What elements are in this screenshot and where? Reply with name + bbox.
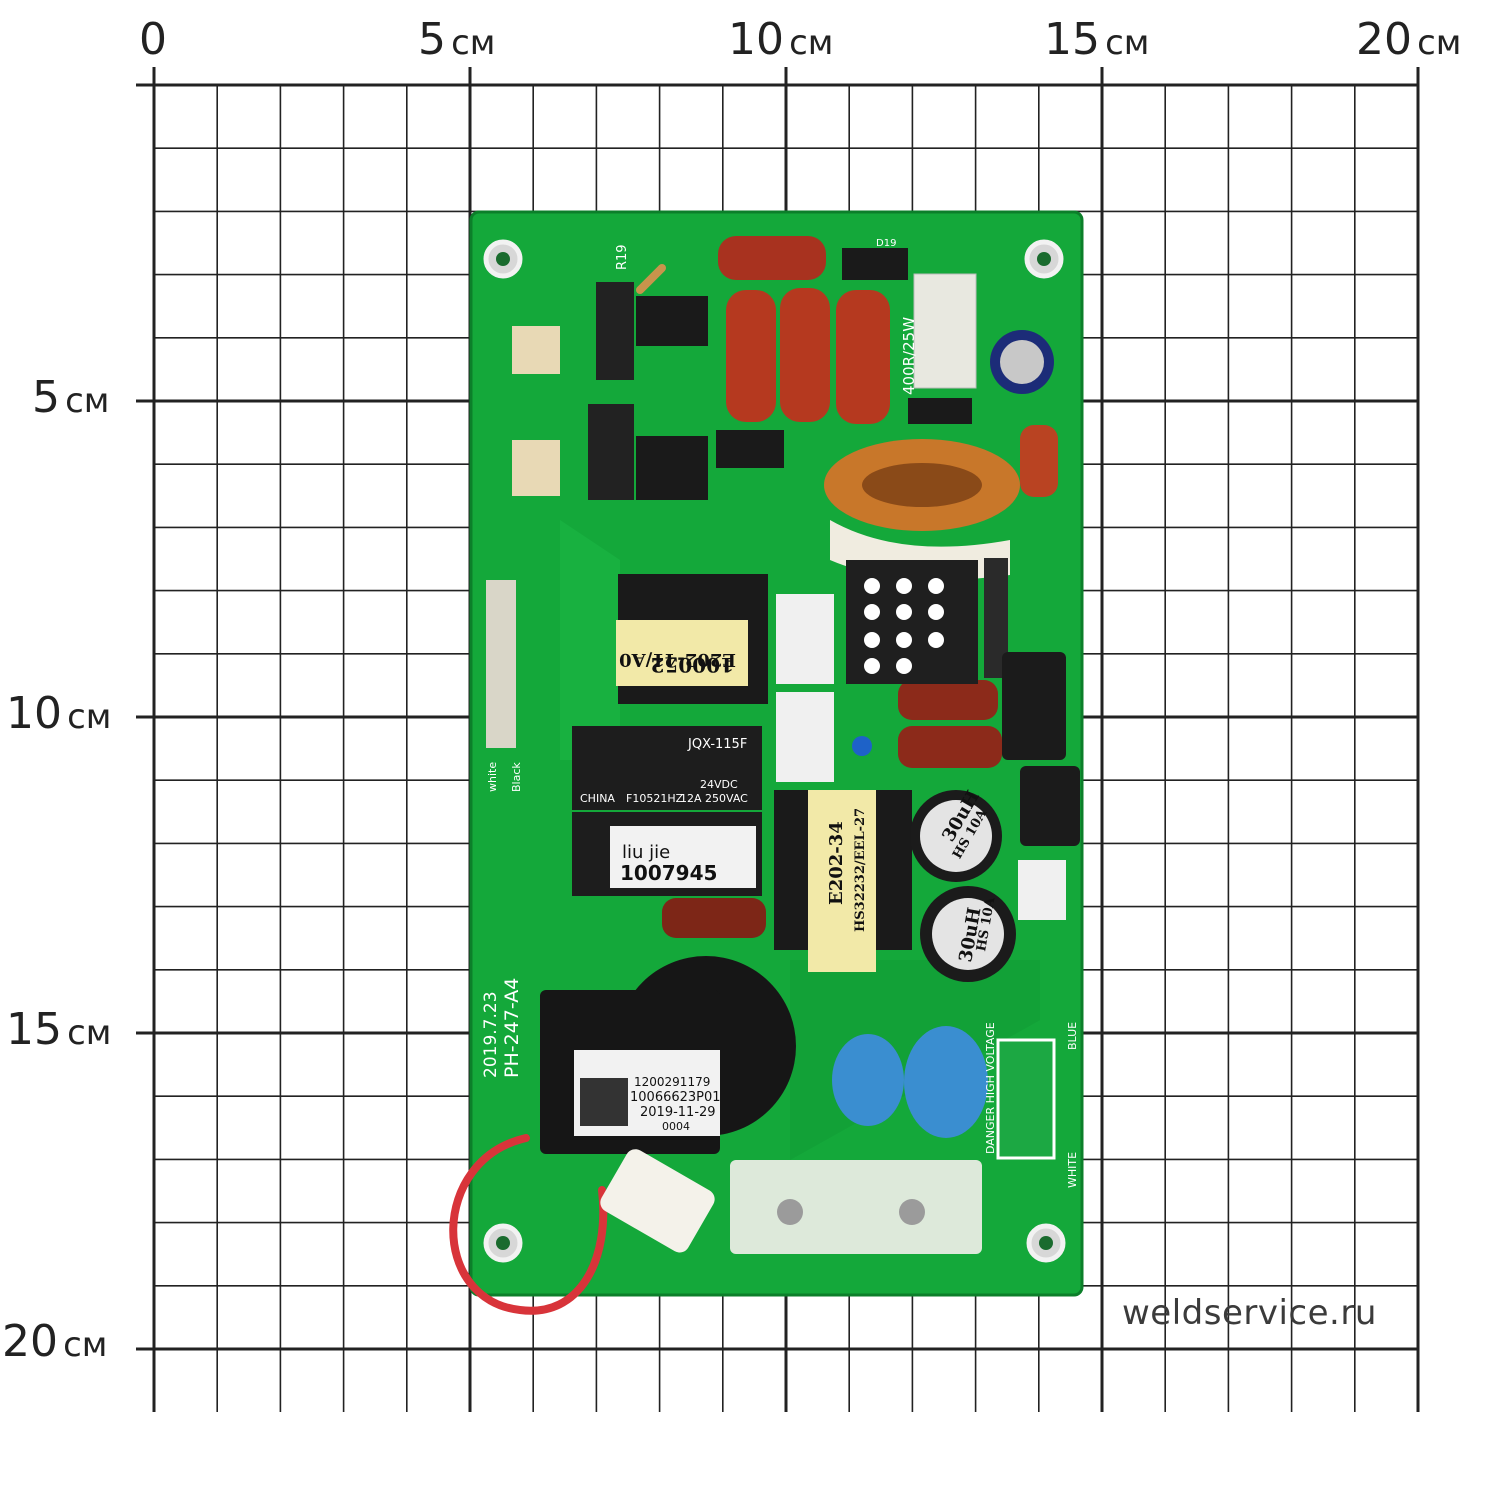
- pcb-board: 400R/25W: [449, 210, 1084, 1315]
- optocoupler-u1: [512, 440, 560, 496]
- axial-resistor: [636, 264, 666, 294]
- red-hv-wire: [449, 1134, 608, 1315]
- relay-code: F10521HZ: [626, 792, 684, 805]
- inductor-1: 30uH HS 10A: [910, 787, 1002, 882]
- wire-connector: [600, 1149, 715, 1253]
- blue-label: BLUE: [1066, 1022, 1079, 1050]
- relay-volt: 24VDC: [700, 778, 738, 791]
- thermal-pad-1: [776, 594, 834, 684]
- hv-label-2: 10066623P01: [630, 1090, 721, 1105]
- qr-code: [580, 1078, 628, 1126]
- thermal-pad-2: [776, 692, 834, 782]
- input-connector: [1018, 860, 1066, 920]
- top-tick-5: 5 см: [418, 14, 496, 65]
- power-transistors: [588, 248, 972, 500]
- white-label: WHITE: [1066, 1152, 1079, 1188]
- heatsink: [846, 558, 1008, 684]
- transformer-bottom: E202-34 HS32232/EEL-27: [774, 790, 912, 972]
- board-model: PH-247-A4: [501, 978, 523, 1078]
- transformer-top-line2: 100052: [651, 653, 735, 677]
- mosfet-right-2: [1020, 766, 1080, 846]
- left-tick-15: 15 см: [6, 1004, 112, 1055]
- inductor-2: 30uH HS 10A: [920, 886, 1016, 982]
- ribbon-connector: [486, 580, 516, 748]
- small-capacitor: [852, 736, 872, 756]
- ref-r19: R19: [615, 244, 630, 270]
- hv-label-4: 0004: [662, 1120, 690, 1133]
- left-tick-10: 10 см: [6, 688, 112, 739]
- hv-label-1: 1200291179: [634, 1075, 710, 1089]
- relay2-name: liu jie: [622, 842, 670, 863]
- wire-white-label: white: [486, 762, 499, 792]
- watermark: weldservice.ru: [1122, 1293, 1377, 1333]
- relay-model: JQX-115F: [687, 737, 747, 752]
- relay-1: JQX-115F 24VDC 12A 250VAC CHINA F10521HZ: [572, 726, 762, 810]
- transformer-top-line1: E202-41/A0: [619, 649, 736, 670]
- fuse-screw-2: [899, 1199, 925, 1225]
- hv-warning: DANGER HIGH VOLTAGE: [984, 1022, 997, 1154]
- relay-made: CHINA: [580, 792, 615, 805]
- hv-ignition-coil: 1200291179 10066623P01 2019-11-29 0004: [540, 956, 796, 1154]
- top-tick-20: 20 см: [1356, 14, 1462, 65]
- y-capacitor-1: [832, 1034, 904, 1126]
- y-capacitor-2: [904, 1026, 988, 1138]
- board-date: 2019.7.23: [481, 991, 501, 1078]
- mounting-holes: [483, 239, 1066, 1263]
- power-resistor: [913, 273, 977, 389]
- left-tick-5: 5 см: [32, 372, 110, 423]
- transformer-top: E202-41/A0 100052: [616, 574, 768, 704]
- fuse-screw-1: [777, 1199, 803, 1225]
- relay2-code: 1007945: [620, 861, 717, 885]
- film-capacitors: [662, 236, 1058, 938]
- mosfet-right-1: [1002, 652, 1066, 760]
- top-tick-15: 15 см: [1044, 14, 1150, 65]
- top-tick-10: 10 см: [728, 14, 834, 65]
- transformer-bottom-line1: E202-34: [826, 821, 847, 905]
- relay-2: liu jie 1007945: [572, 812, 762, 896]
- wire-black-label: Black: [510, 762, 523, 792]
- output-connector: [996, 1038, 1056, 1160]
- top-tick-0: 0: [139, 14, 167, 65]
- optocoupler-u2: [512, 326, 560, 374]
- transformer-bottom-line2: HS32232/EEL-27: [853, 808, 868, 932]
- ref-d19: D19: [876, 238, 896, 249]
- resistor-label: 400R/25W: [900, 317, 918, 395]
- left-tick-20: 20 см: [2, 1316, 108, 1367]
- hv-label-3: 2019-11-29: [640, 1105, 716, 1120]
- fuse-holder: [730, 1160, 982, 1254]
- relay-spec: 12A 250VAC: [680, 792, 748, 805]
